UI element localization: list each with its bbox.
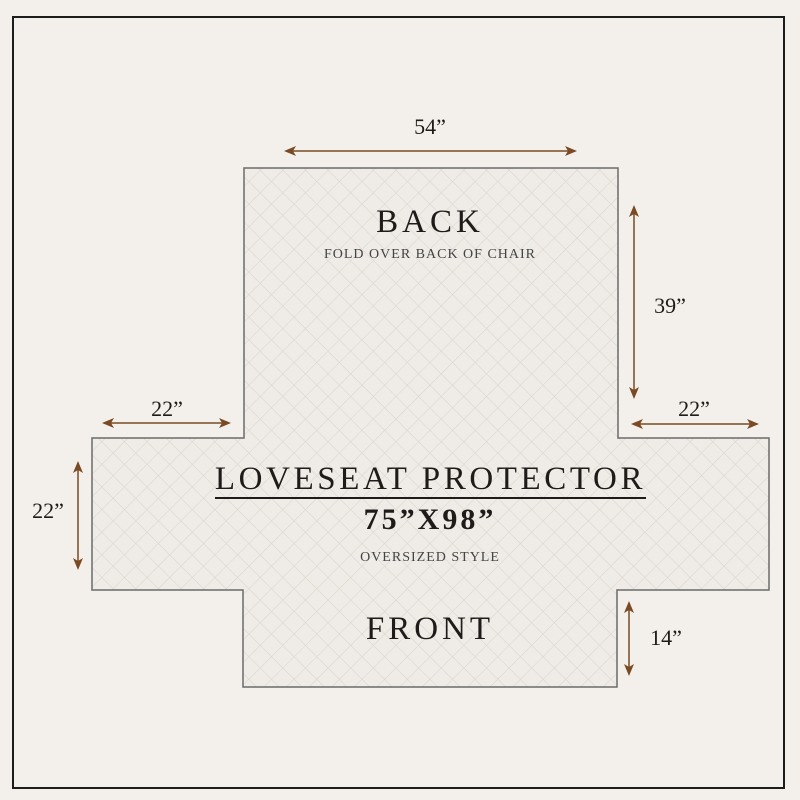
product-title: LOVESEAT PROTECTOR <box>214 461 647 499</box>
left-arm-width-label: 22” <box>151 396 183 421</box>
back-width-label: 54” <box>414 114 446 139</box>
front-height-label: 14” <box>650 625 682 650</box>
back-section-label: BACK <box>376 204 484 240</box>
arm-height-label: 22” <box>32 498 64 523</box>
front-section-label: FRONT <box>365 611 495 647</box>
protector-shape <box>91 167 770 688</box>
back-section-note: FOLD OVER BACK OF CHAIR <box>323 247 537 262</box>
product-style-note: OVERSIZED STYLE <box>360 550 500 565</box>
outer-frame <box>12 16 785 789</box>
product-size: 75”X98” <box>363 503 497 536</box>
back-height-label: 39” <box>654 293 686 318</box>
right-arm-width-label: 22” <box>678 396 710 421</box>
